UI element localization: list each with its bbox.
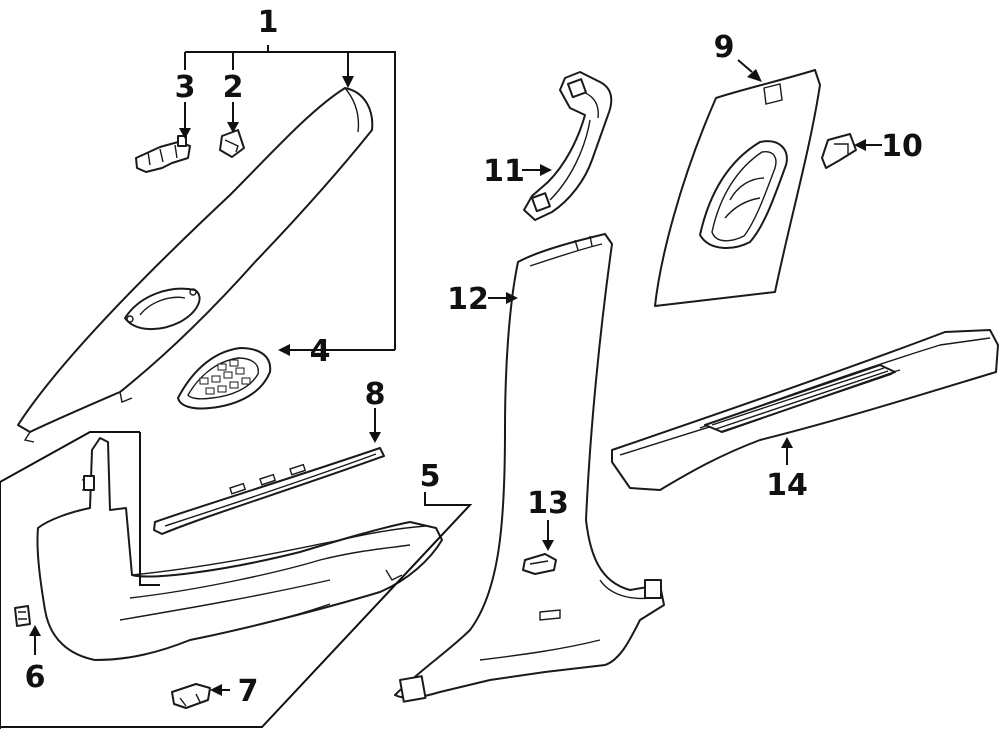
callout-6: 6 (25, 660, 46, 695)
callout-9: 9 (714, 30, 735, 65)
part-9-upper-b-pillar (654, 69, 821, 307)
part-11-grab-handle (523, 71, 613, 221)
callout-12: 12 (447, 282, 489, 317)
part-8-sill-plate (153, 447, 385, 535)
part-10-clip (821, 133, 857, 169)
callout-10: 10 (881, 129, 923, 164)
part-4-grille (177, 347, 272, 410)
callout-14: 14 (766, 468, 808, 503)
part-14-scuff-plate (611, 329, 999, 491)
callout-2: 2 (223, 70, 244, 105)
callout-11: 11 (483, 154, 525, 189)
callout-8: 8 (365, 377, 386, 412)
part-3-bracket (135, 135, 191, 173)
part-12-lower-b-pillar (394, 233, 665, 703)
part-5-rocker-trim (36, 437, 443, 661)
callout-13: 13 (527, 486, 569, 521)
callout-labels: 1 2 3 4 5 6 7 8 9 10 11 12 13 14 (25, 5, 923, 709)
callout-3: 3 (175, 70, 196, 105)
part-6-clip (14, 605, 31, 627)
leader-lines (0, 45, 882, 729)
part-13-clip (522, 553, 557, 575)
part-2-clip (219, 129, 245, 158)
part-7-clip (171, 683, 211, 709)
a-pillar-trim (17, 87, 374, 443)
callout-1: 1 (258, 5, 279, 40)
callout-5: 5 (420, 459, 441, 494)
callout-4: 4 (310, 334, 331, 369)
callout-7: 7 (238, 674, 259, 709)
